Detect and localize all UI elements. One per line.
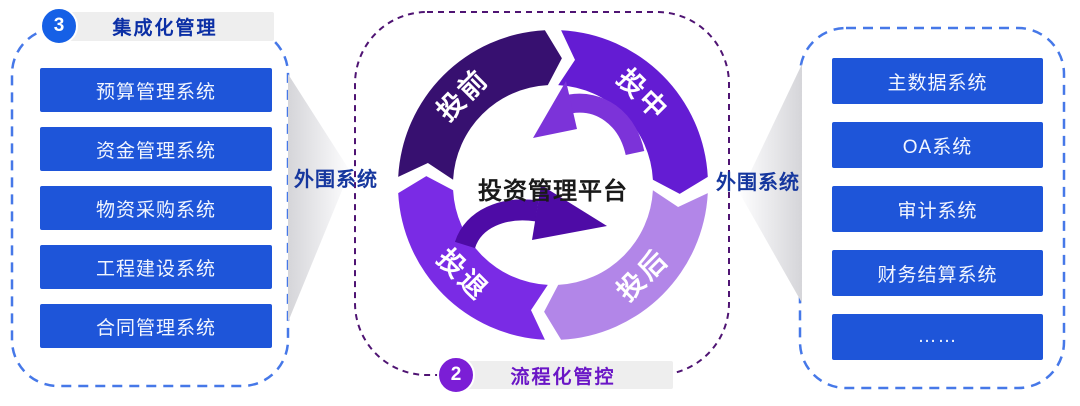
system-item-funds: 资金管理系统 <box>40 127 272 171</box>
stage-segment-post-invest <box>544 190 708 340</box>
system-item-construction: 工程建设系统 <box>40 245 272 289</box>
number-badge-3-text: 3 <box>53 15 65 36</box>
right-panel-dashed-frame <box>798 26 1066 390</box>
system-item-procurement: 物资采购系统 <box>40 186 272 230</box>
left-connector-funnel <box>288 74 350 322</box>
stage-segment-pre-invest <box>398 30 562 180</box>
investment-cycle-ring: 投前 投中 投后 投退 <box>398 30 708 340</box>
bottom-label-strip: 流程化管控 <box>453 361 673 389</box>
number-badge-2: 2 <box>437 356 475 394</box>
system-item-financial-settlement: 财务结算系统 <box>832 250 1043 296</box>
system-item-ellipsis: …… <box>832 314 1043 360</box>
left-connector-label: 外围系统 <box>294 169 378 191</box>
platform-title: 投资管理平台 <box>478 178 628 205</box>
number-badge-3: 3 <box>40 7 78 45</box>
cycle-dashed-frame <box>354 11 730 376</box>
right-system-list: 主数据系统 OA系统 审计系统 财务结算系统 …… <box>832 58 1043 378</box>
cycle-arrow-bottom <box>454 185 607 249</box>
right-connector-label: 外围系统 <box>716 172 800 194</box>
system-item-budget: 预算管理系统 <box>40 68 272 112</box>
bottom-label: 流程化管控 <box>510 366 616 388</box>
left-panel-title-strip: 集成化管理 <box>56 12 274 41</box>
stage-segment-mid-invest <box>558 30 708 194</box>
number-badge-2-text: 2 <box>450 364 462 385</box>
left-system-list: 预算管理系统 资金管理系统 物资采购系统 工程建设系统 合同管理系统 <box>40 68 272 363</box>
cycle-arrow-top <box>533 81 645 156</box>
stage-segment-exit-invest <box>398 176 548 340</box>
system-item-contract: 合同管理系统 <box>40 304 272 348</box>
system-item-oa: OA系统 <box>832 122 1043 168</box>
left-panel-title: 集成化管理 <box>112 18 218 39</box>
system-item-master-data: 主数据系统 <box>832 58 1043 104</box>
system-item-audit: 审计系统 <box>832 186 1043 232</box>
right-connector-funnel <box>740 64 802 303</box>
